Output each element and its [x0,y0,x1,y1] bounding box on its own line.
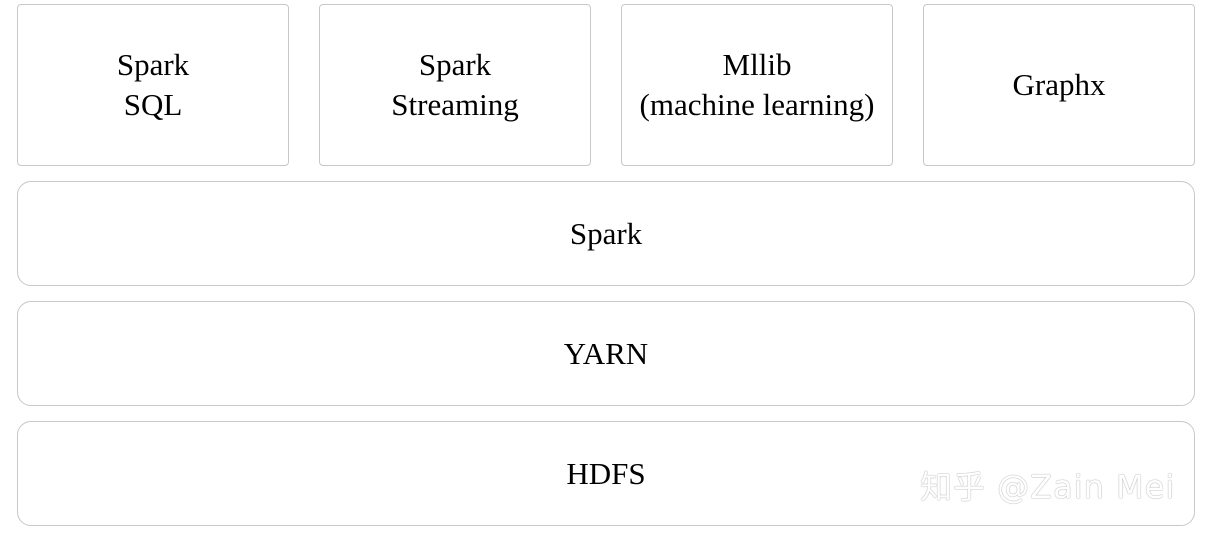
layer-spark-label: Spark [569,215,643,251]
layer-spark: Spark [17,181,1195,286]
layer-yarn: YARN [17,301,1195,406]
layer-hdfs-label: HDFS [566,455,646,491]
layer-hdfs: HDFS [17,421,1195,526]
module-graphx-label: Graphx [1012,67,1106,102]
watermark: 知乎 @Zain Mei [920,468,1176,506]
module-graphx: Graphx [923,4,1195,166]
module-spark-sql: Spark SQL [17,4,289,166]
layer-yarn-label: YARN [563,335,649,371]
module-spark-streaming-label: Spark Streaming [391,47,519,122]
module-spark-streaming: Spark Streaming [319,4,591,166]
module-spark-sql-label: Spark SQL [116,47,190,122]
module-mllib-label: Mllib (machine learning) [639,47,875,122]
module-mllib: Mllib (machine learning) [621,4,893,166]
